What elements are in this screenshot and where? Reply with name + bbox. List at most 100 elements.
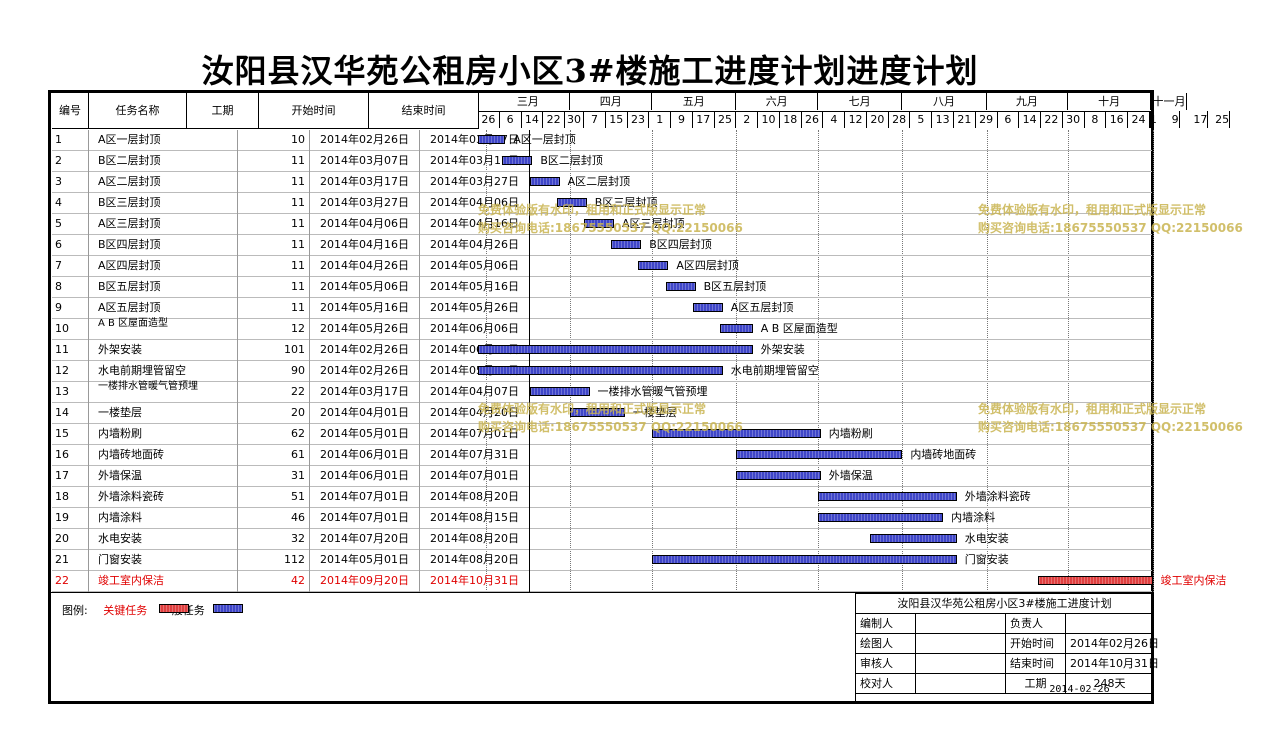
task-bar[interactable] — [570, 408, 625, 417]
task-end: 2014年08月20日 — [420, 550, 530, 571]
week-tick: 29 — [976, 111, 998, 128]
week-tick: 23 — [628, 111, 650, 128]
task-bar[interactable] — [502, 156, 533, 165]
task-id: 5 — [52, 214, 89, 235]
task-name: 内墙粉刷 — [89, 424, 238, 445]
task-bar[interactable] — [638, 261, 669, 270]
watermark-line2: 购买咨询电话:18675550537 QQ:22150066 — [978, 420, 1243, 434]
critical-task-bar[interactable] — [1038, 576, 1153, 585]
task-bar[interactable] — [652, 555, 957, 564]
task-bar[interactable] — [478, 345, 753, 354]
week-tick: 6 — [998, 111, 1020, 128]
task-bar[interactable] — [665, 282, 696, 291]
task-end: 2014年05月26日 — [420, 298, 530, 319]
task-duration: 11 — [238, 214, 310, 235]
task-bar[interactable] — [556, 198, 587, 207]
task-id: 16 — [52, 445, 89, 466]
week-tick: 7 — [584, 111, 606, 128]
task-id: 14 — [52, 403, 89, 424]
task-bar-label: B区二层封顶 — [540, 154, 603, 167]
task-bar[interactable] — [478, 135, 506, 144]
task-id: 7 — [52, 256, 89, 277]
week-tick: 25 — [1215, 111, 1231, 128]
task-bar[interactable] — [736, 471, 821, 480]
month-gridline — [818, 130, 819, 592]
task-bar[interactable] — [720, 324, 753, 333]
checker-value — [916, 674, 1006, 694]
task-name: 外墙涂料瓷砖 — [89, 487, 238, 508]
watermark-line2: 购买咨询电话:18675550537 QQ:22150066 — [478, 420, 743, 434]
task-name: 外架安装 — [89, 340, 238, 361]
task-end: 2014年07月01日 — [420, 424, 530, 445]
watermark-line1: 免费体验版有水印，租用和正式版显示正常 — [978, 203, 1207, 217]
task-id: 4 — [52, 193, 89, 214]
task-bar[interactable] — [529, 177, 560, 186]
reviewer-value — [916, 654, 1006, 674]
task-name: 门窗安装 — [89, 550, 238, 571]
task-duration: 11 — [238, 172, 310, 193]
task-bar[interactable] — [478, 366, 723, 375]
task-start: 2014年05月06日 — [310, 277, 420, 298]
task-start: 2014年06月01日 — [310, 466, 420, 487]
header-duration: 工期 — [187, 91, 259, 129]
reviewer-label: 审核人 — [856, 654, 916, 674]
task-id: 15 — [52, 424, 89, 445]
watermark-line1: 免费体验版有水印，租用和正式版显示正常 — [978, 402, 1207, 416]
task-bar[interactable] — [692, 303, 723, 312]
task-bar-label: 外墙保温 — [828, 469, 873, 482]
task-bar[interactable] — [818, 492, 957, 501]
title-block: 汝阳县汉华苑公租房小区3#楼施工进度计划 编制人 负责人 绘图人 开始时间 20… — [855, 593, 1159, 703]
month-header: 八月 — [902, 93, 987, 110]
task-bar[interactable] — [529, 387, 590, 396]
gantt-frame — [48, 90, 1154, 704]
month-header: 五月 — [652, 93, 737, 110]
task-end: 2014年07月01日 — [420, 466, 530, 487]
task-bar[interactable] — [652, 429, 821, 438]
task-bar[interactable] — [584, 219, 614, 228]
week-tick: 26 — [478, 111, 500, 128]
task-end: 2014年03月27日 — [420, 172, 530, 193]
week-tick: 9 — [1171, 111, 1180, 128]
task-id: 20 — [52, 529, 89, 550]
week-tick: 26 — [802, 111, 824, 128]
task-id: 11 — [52, 340, 89, 361]
task-id: 1 — [52, 130, 89, 151]
task-id: 8 — [52, 277, 89, 298]
task-start: 2014年04月01日 — [310, 403, 420, 424]
task-duration: 11 — [238, 298, 310, 319]
week-tick: 22 — [1041, 111, 1063, 128]
task-bar[interactable] — [736, 450, 903, 459]
month-gridline — [986, 130, 988, 592]
task-bar[interactable] — [818, 513, 944, 522]
duration-label: 工期 — [1006, 674, 1066, 694]
task-end: 2014年06月06日 — [420, 319, 530, 340]
task-end: 2014年04月16日 — [420, 214, 530, 235]
task-end: 2014年05月16日 — [420, 277, 530, 298]
task-bar[interactable] — [869, 534, 957, 543]
checker-label: 校对人 — [856, 674, 916, 694]
task-start: 2014年05月26日 — [310, 319, 420, 340]
task-bar[interactable] — [611, 240, 642, 249]
task-duration: 51 — [238, 487, 310, 508]
